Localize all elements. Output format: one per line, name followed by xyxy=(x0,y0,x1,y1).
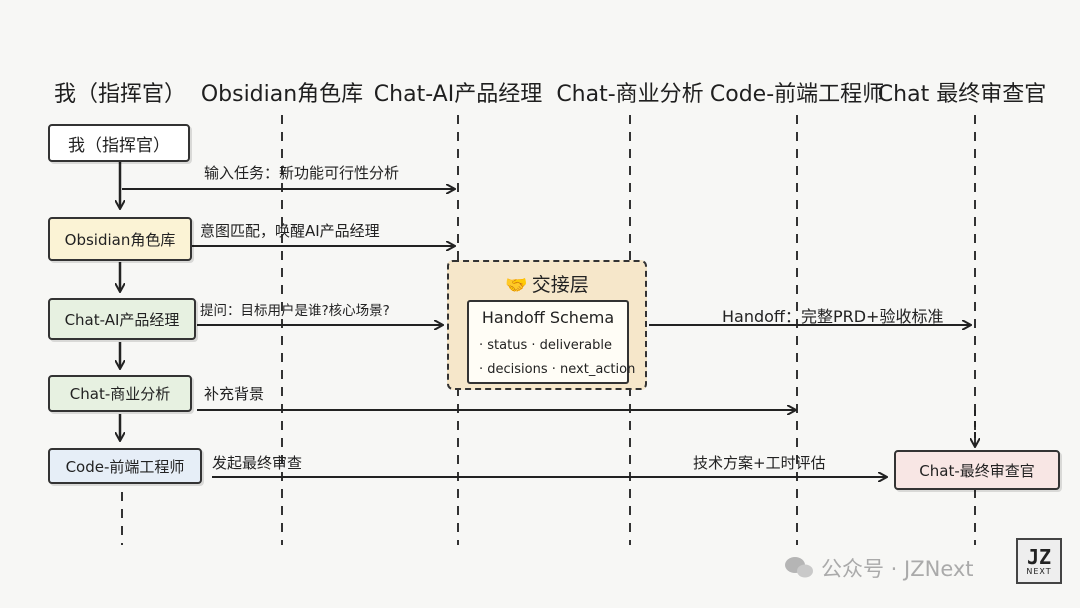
watermark-text: 公众号 · JZNext xyxy=(821,557,974,581)
msg-handoff-prd: Handoff：完整PRD+验收标准 xyxy=(722,307,944,326)
handshake-icon: 🤝 xyxy=(505,275,528,296)
lane-header-commander: 我（指挥官） xyxy=(53,82,187,107)
lane-header-frontend: Code-前端工程师 xyxy=(709,82,885,107)
msg-intent: 意图匹配，唤醒AI产品经理 xyxy=(200,222,380,240)
box-obsidian: Obsidian角色库 xyxy=(48,217,192,261)
wechat-icon xyxy=(785,557,813,578)
schema-title: Handoff Schema xyxy=(481,308,615,327)
lane-header-reviewer: Chat 最终审查官 xyxy=(877,82,1047,107)
logo-sub: NEXT xyxy=(1026,566,1052,576)
lane-header-business: Chat-商业分析 xyxy=(556,82,704,107)
box-frontend: Code-前端工程师 xyxy=(48,448,202,484)
box-pm: Chat-AI产品经理 xyxy=(48,298,196,340)
handoff-schema-box: Handoff Schema · status · deliverable · … xyxy=(467,300,635,384)
handoff-layer: 🤝交接层 Handoff Schema · status · deliverab… xyxy=(447,260,647,390)
schema-fields-line1: · status · deliverable xyxy=(479,338,612,353)
jznext-logo: JZ NEXT xyxy=(1016,538,1062,584)
lane-header-obsidian: Obsidian角色库 xyxy=(200,82,364,107)
msg-tech-plan: 技术方案+工时评估 xyxy=(693,454,826,472)
msg-context: 补充背景 xyxy=(204,385,265,403)
handoff-layer-label: 交接层 xyxy=(531,274,589,296)
handoff-layer-title: 🤝交接层 xyxy=(449,270,645,297)
box-business: Chat-商业分析 xyxy=(48,375,192,412)
schema-fields-line2: · decisions · next_action xyxy=(479,362,636,377)
watermark: 公众号 · JZNext xyxy=(785,553,974,583)
msg-submit-review: 发起最终审查 xyxy=(212,454,303,472)
box-commander: 我（指挥官） xyxy=(48,124,190,162)
logo-main: JZ xyxy=(1026,544,1052,569)
msg-question: 提问：目标用户是谁?核心场景? xyxy=(200,303,390,319)
msg-input-task: 输入任务：新功能可行性分析 xyxy=(204,164,400,182)
lane-header-pm: Chat-AI产品经理 xyxy=(373,82,543,107)
box-final-reviewer: Chat-最终审查官 xyxy=(894,450,1060,490)
